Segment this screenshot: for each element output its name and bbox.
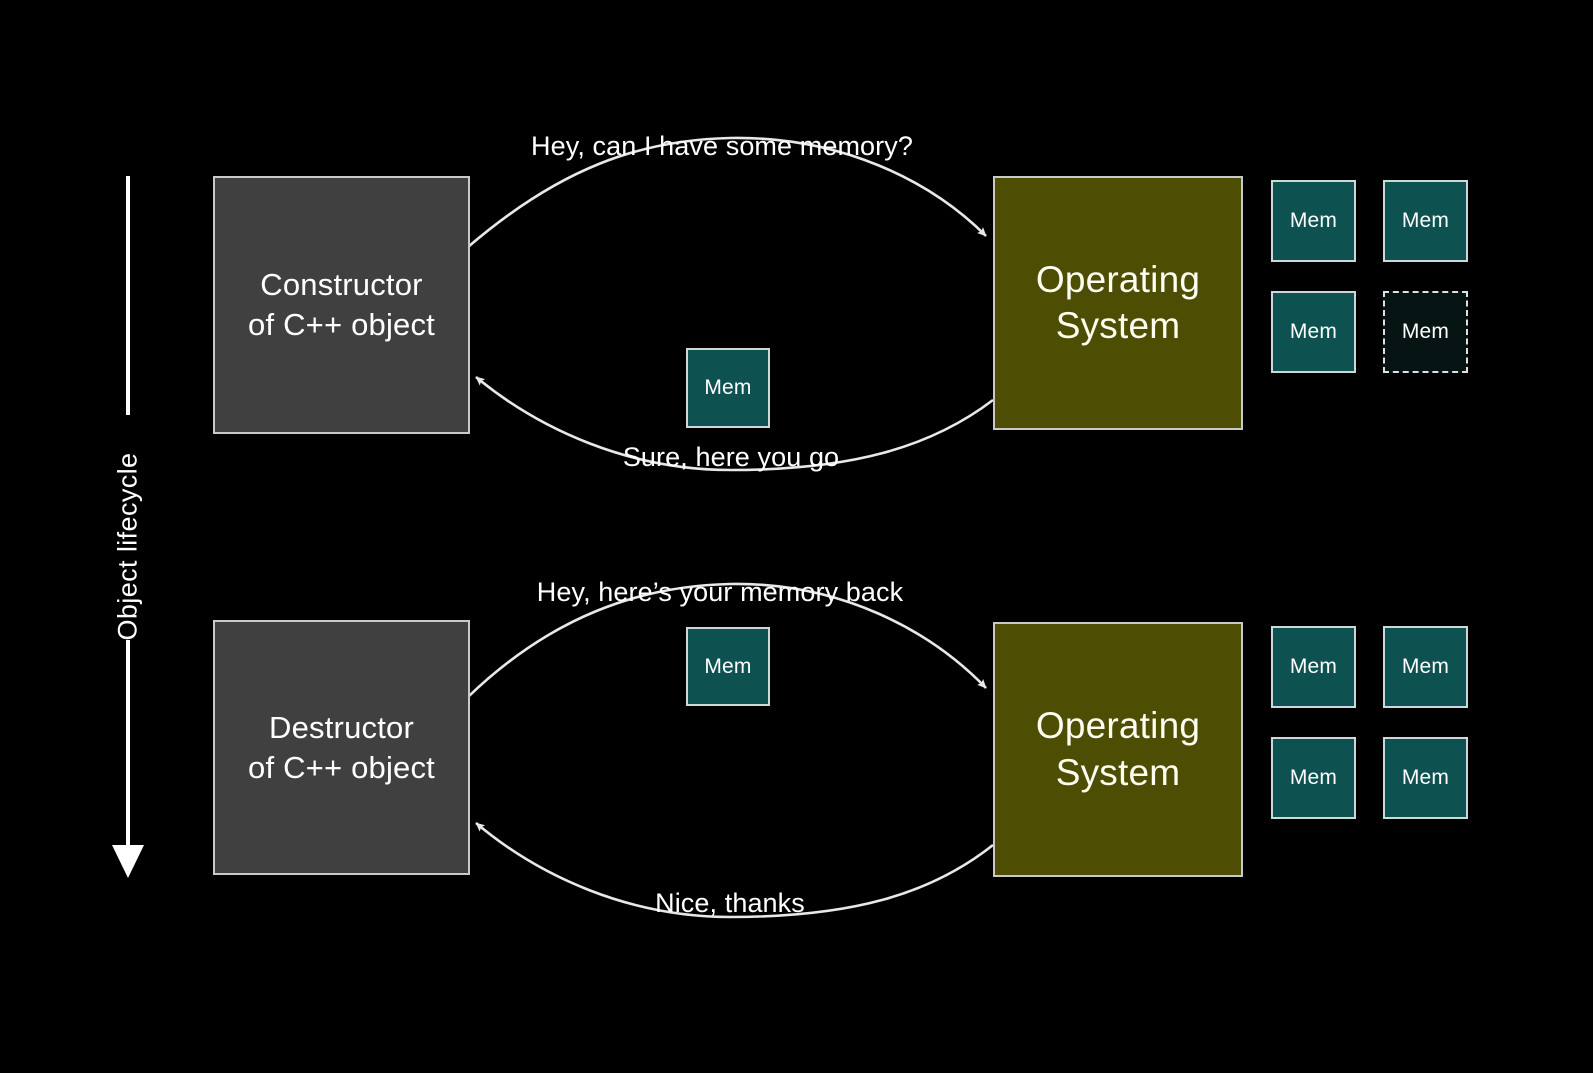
os-top-line-2: System [1055,305,1181,346]
operating-system-box-bottom[interactable]: Operating System [993,622,1243,877]
destructor-line-1: Destructor [269,709,414,745]
constructor-line-1: Constructor [260,267,423,303]
mem-pool-top-slot-2[interactable]: Mem [1383,180,1468,262]
mem-block-label: Mem [1401,209,1450,232]
destructor-box-text: Destructor of C++ object [248,708,435,787]
os-bottom-line-2: System [1055,751,1181,793]
lifecycle-axis-label: Object lifecycle [112,452,143,641]
destructor-line-2: of C++ object [248,749,435,785]
mem-block-label: Mem [1289,320,1338,343]
mem-pool-bottom-slot-2[interactable]: Mem [1383,626,1468,708]
lifecycle-arrowhead-icon [112,845,144,878]
mem-pool-bottom-slot-3[interactable]: Mem [1271,737,1356,819]
mem-pool-top-slot-4-allocated[interactable]: Mem [1383,291,1468,373]
mem-pool-bottom-slot-4[interactable]: Mem [1383,737,1468,819]
mem-block-in-transit-bottom[interactable]: Mem [686,627,770,706]
caption-nice-thanks: Nice, thanks [655,888,805,918]
mem-block-label: Mem [704,376,752,399]
operating-system-top-text: Operating System [1036,257,1200,350]
destructor-box[interactable]: Destructor of C++ object [213,620,470,875]
operating-system-bottom-text: Operating System [1036,703,1200,796]
constructor-box[interactable]: Constructor of C++ object [213,176,470,434]
mem-block-label: Mem [1289,766,1338,789]
constructor-line-2: of C++ object [248,307,435,342]
mem-pool-top-slot-3[interactable]: Mem [1271,291,1356,373]
os-top-line-1: Operating [1035,258,1201,300]
mem-pool-bottom-slot-1[interactable]: Mem [1271,626,1356,708]
constructor-box-text: Constructor of C++ object [248,265,435,344]
mem-block-label: Mem [1289,655,1338,678]
caption-return-memory: Hey, here’s your memory back [536,577,904,607]
mem-pool-top-slot-1[interactable]: Mem [1271,180,1356,262]
operating-system-box-top[interactable]: Operating System [993,176,1243,430]
mem-block-in-transit-top[interactable]: Mem [686,348,770,428]
mem-block-label: Mem [1401,655,1450,678]
mem-block-label: Mem [1401,766,1450,789]
mem-block-label: Mem [1401,320,1450,343]
caption-here-you-go: Sure, here you go [622,442,840,472]
os-bottom-line-1: Operating [1035,705,1201,747]
caption-request-memory: Hey, can I have some memory? [531,131,913,161]
mem-block-label: Mem [1289,209,1338,232]
mem-block-label: Mem [704,654,752,678]
